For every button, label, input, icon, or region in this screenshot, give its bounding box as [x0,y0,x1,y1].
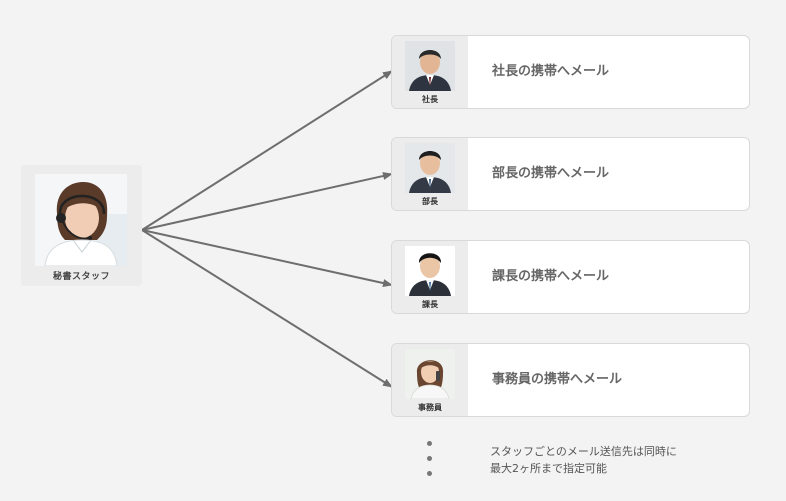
target-role-label: 部長 [422,197,438,206]
target-text: 事務員の携帯へメール [492,372,623,387]
target-card-section-manager: 課長 課長の携帯へメール [391,240,750,314]
source-secretary-card: 秘書スタッフ [21,165,142,286]
secretary-headset-avatar-icon [35,174,127,266]
target-media: 事務員 [392,344,468,416]
target-text: 部長の携帯へメール [492,166,610,181]
target-card-president: 社長 社長の携帯へメール [391,35,750,109]
note-line-1: スタッフごとのメール送信先は同時に [490,445,677,458]
recipient-limit-note: スタッフごとのメール送信先は同時に 最大2ヶ所まで指定可能 [490,443,677,477]
department-manager-avatar-icon [405,143,455,193]
office-clerk-avatar-icon [405,349,455,399]
arrow-to-office-clerk [141,229,393,388]
target-role-label: 事務員 [418,403,442,412]
target-card-office-clerk: 事務員 事務員の携帯へメール [391,343,750,417]
arrow-to-department-manager [141,172,393,231]
target-role-label: 社長 [422,95,438,104]
arrow-to-president [141,70,393,231]
target-media: 部長 [392,138,468,210]
arrow-to-section-manager [141,229,393,287]
president-avatar-icon [405,41,455,91]
target-card-department-manager: 部長 部長の携帯へメール [391,137,750,211]
source-label: 秘書スタッフ [52,272,110,282]
target-text: 社長の携帯へメール [492,64,610,79]
target-media: 課長 [392,241,468,313]
target-text: 課長の携帯へメール [492,269,610,284]
more-vertical-dots-icon [426,441,434,481]
note-line-2: 最大2ヶ所まで指定可能 [490,462,607,475]
target-role-label: 課長 [422,300,438,309]
target-media: 社長 [392,36,468,108]
section-manager-avatar-icon [405,246,455,296]
